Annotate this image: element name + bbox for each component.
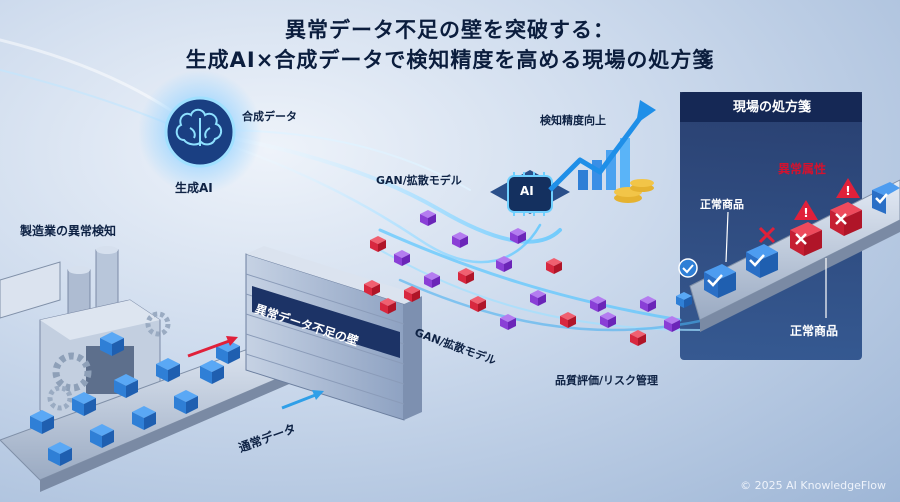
- check-icon: [707, 193, 888, 287]
- synthetic-cube: [590, 296, 606, 312]
- synthetic-cube: [470, 296, 486, 312]
- synthetic-cube: [676, 292, 692, 308]
- normal-product-label-top: 正常商品: [700, 198, 744, 211]
- synthetic-cube: [424, 272, 440, 288]
- panel-title: 現場の処方箋: [732, 100, 811, 115]
- synthetic-cube: [420, 210, 436, 226]
- gan-label-top: GAN/拡散モデル: [376, 174, 462, 187]
- synthetic-cube: [364, 280, 380, 296]
- synthetic-cube: [546, 258, 562, 274]
- blue-cube: [30, 410, 54, 434]
- synthetic-cube: [404, 286, 420, 302]
- blue-cube: [100, 332, 124, 356]
- check-badge-icon: [678, 258, 698, 278]
- synthetic-data-label: 合成データ: [242, 110, 297, 123]
- blue-cube: [200, 360, 224, 384]
- ai-chip: [490, 170, 570, 216]
- synthetic-cube: [496, 256, 512, 272]
- title-line-1: 異常データ不足の壁を突破する：: [285, 18, 615, 42]
- synthetic-cube: [500, 314, 516, 330]
- brain-icon: [175, 108, 223, 146]
- synthetic-cube: [600, 312, 616, 328]
- synthetic-cube: [664, 316, 680, 332]
- normal-product-label-bottom: 正常商品: [790, 324, 839, 338]
- blue-cube: [156, 358, 180, 382]
- svg-text:!: !: [803, 206, 808, 220]
- generative-ai-label: 生成AI: [175, 181, 213, 195]
- synthetic-cube: [458, 268, 474, 284]
- up-arrow-icon: [636, 100, 656, 124]
- accuracy-label: 検知精度向上: [540, 114, 606, 127]
- synthetic-cube: [530, 290, 546, 306]
- copyright: © 2025 AI KnowledgeFlow: [740, 479, 886, 492]
- blue-cube: [72, 392, 96, 416]
- blue-cube: [90, 424, 114, 448]
- blue-cube: [132, 406, 156, 430]
- small-cross-icon: [758, 226, 776, 244]
- title-line-2: 生成AI×合成データで検知精度を高める現場の処方箋: [185, 48, 715, 72]
- manufacturing-label: 製造業の異常検知: [20, 224, 117, 238]
- synthetic-cube: [370, 236, 386, 252]
- quality-risk-label: 品質評価/リスク管理: [555, 374, 659, 387]
- synthetic-cube: [452, 232, 468, 248]
- accuracy-chart: [548, 100, 656, 203]
- synthetic-cube: [640, 296, 656, 312]
- abnormal-attr-label: 異常属性: [778, 162, 827, 176]
- blue-cube: [174, 390, 198, 414]
- sorted-products: [704, 182, 900, 298]
- synthetic-cube: [630, 330, 646, 346]
- warning-icon: ! !: [794, 178, 860, 220]
- blue-cube: [114, 374, 138, 398]
- synthetic-cube: [394, 250, 410, 266]
- synthetic-cube: [380, 298, 396, 314]
- red-arrow-icon: [187, 336, 238, 358]
- synthetic-cube: [560, 312, 576, 328]
- gear-icon: [52, 352, 92, 392]
- cross-icon: [795, 213, 847, 245]
- blue-arrow-icon: [281, 390, 324, 410]
- ai-chip-label: AI: [520, 184, 534, 198]
- svg-text:!: !: [845, 184, 850, 198]
- synthetic-cubes: [364, 210, 692, 346]
- pointer-lines: [725, 211, 827, 318]
- synthetic-cube: [510, 228, 526, 244]
- blue-cube: [48, 442, 72, 466]
